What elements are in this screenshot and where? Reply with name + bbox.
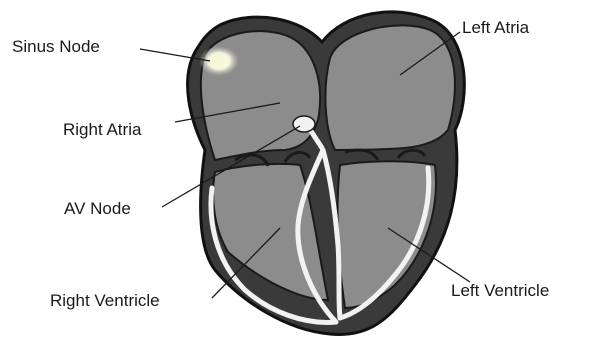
label-av-node: AV Node xyxy=(64,200,131,217)
sinus-node xyxy=(208,55,226,67)
label-sinus-node: Sinus Node xyxy=(12,38,100,55)
av-node xyxy=(293,116,315,132)
label-right-ventricle: Right Ventricle xyxy=(50,292,160,309)
label-left-atria: Left Atria xyxy=(462,19,529,36)
left-atrium-chamber xyxy=(325,25,455,150)
label-right-atria: Right Atria xyxy=(63,121,141,138)
label-left-ventricle: Left Ventricle xyxy=(451,282,549,299)
